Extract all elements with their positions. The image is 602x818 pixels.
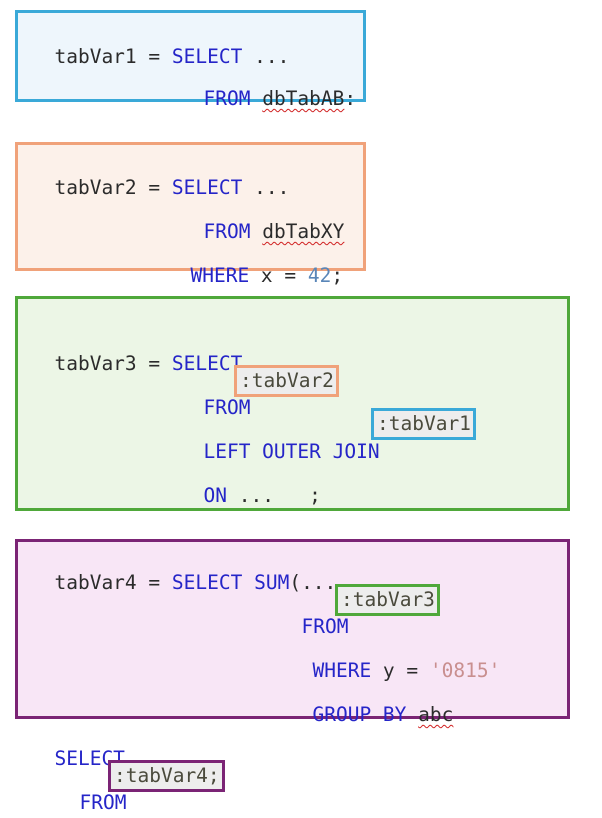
- keyword-from: FROM: [203, 87, 251, 110]
- tabvar3-select-line: tabVar3 = SELECT ...: [31, 328, 289, 375]
- tabvar3-from-line: FROM: [180, 372, 250, 419]
- tabvar4-select-line: tabVar4 = SELECT SUM(....: [31, 547, 348, 594]
- assignment: tabVar2 =: [54, 176, 172, 199]
- keyword-select: SELECT: [171, 352, 243, 375]
- semicolon: ;: [331, 264, 344, 287]
- tabvar1-block: [15, 10, 366, 102]
- tabvar4-block: [15, 539, 570, 719]
- keyword-select: SELECT: [171, 45, 243, 68]
- tabvar3-block: [15, 296, 570, 511]
- tabvar4-from-line: FROM: [278, 591, 348, 638]
- keyword-where: WHERE: [312, 659, 372, 682]
- colon: :: [344, 87, 357, 110]
- tabvar3-reference: :tabVar3: [335, 584, 440, 616]
- tabvar2-where-line: WHERE x = 42;: [167, 240, 343, 287]
- keyword-select: SELECT: [171, 571, 243, 594]
- assignment: tabVar4 =: [54, 571, 172, 594]
- keyword-from: FROM: [203, 396, 251, 419]
- assignment: tabVar3 =: [54, 352, 172, 375]
- keyword-on: ON: [203, 484, 227, 507]
- final-select-line: SELECT ...: [31, 723, 171, 770]
- condition: y =: [371, 659, 430, 682]
- group-column: abc: [418, 703, 454, 726]
- keyword-group-by: GROUP BY: [312, 703, 407, 726]
- on-rest: ... ;: [226, 484, 321, 507]
- sum-rest: (....: [289, 571, 349, 594]
- keyword-where: WHERE: [190, 264, 250, 287]
- table-name: dbTabXY: [262, 220, 345, 243]
- tabvar1-from-line: FROM dbTabAB:: [180, 63, 356, 110]
- keyword-select: SELECT: [54, 747, 125, 770]
- keyword-from: FROM: [79, 791, 127, 814]
- final-from-line: FROM: [56, 767, 126, 814]
- tabvar2-reference: :tabVar2: [234, 365, 339, 397]
- keyword-select: SELECT: [171, 176, 243, 199]
- keyword-left-outer-join: LEFT OUTER JOIN: [203, 440, 380, 463]
- keyword-from: FROM: [301, 615, 349, 638]
- tabvar1-reference: :tabVar1: [371, 408, 476, 440]
- tabvar4-group-line: GROUP BY abc: [289, 679, 453, 726]
- tabvar2-from-line: FROM dbTabXY: [180, 196, 344, 243]
- string-literal: '0815': [429, 659, 501, 682]
- tabvar4-reference: :tabVar4;: [108, 760, 225, 792]
- condition: x =: [249, 264, 308, 287]
- tabvar3-join-line: LEFT OUTER JOIN: [180, 416, 379, 463]
- keyword-from: FROM: [203, 220, 251, 243]
- ellipsis: ...: [242, 176, 290, 199]
- tabvar2-select-line: tabVar2 = SELECT ...: [31, 152, 289, 199]
- tabvar4-where-line: WHERE y = '0815': [289, 635, 500, 682]
- tabvar2-block: [15, 142, 366, 271]
- tabvar3-on-line: ON ... ;: [180, 460, 320, 507]
- number-literal: 42: [307, 264, 332, 287]
- table-name: dbTabAB: [262, 87, 345, 110]
- tabvar1-select-line: tabVar1 = SELECT ...: [31, 21, 289, 68]
- keyword-sum: SUM: [254, 571, 290, 594]
- assignment: tabVar1 =: [54, 45, 172, 68]
- ellipsis: ...: [242, 45, 290, 68]
